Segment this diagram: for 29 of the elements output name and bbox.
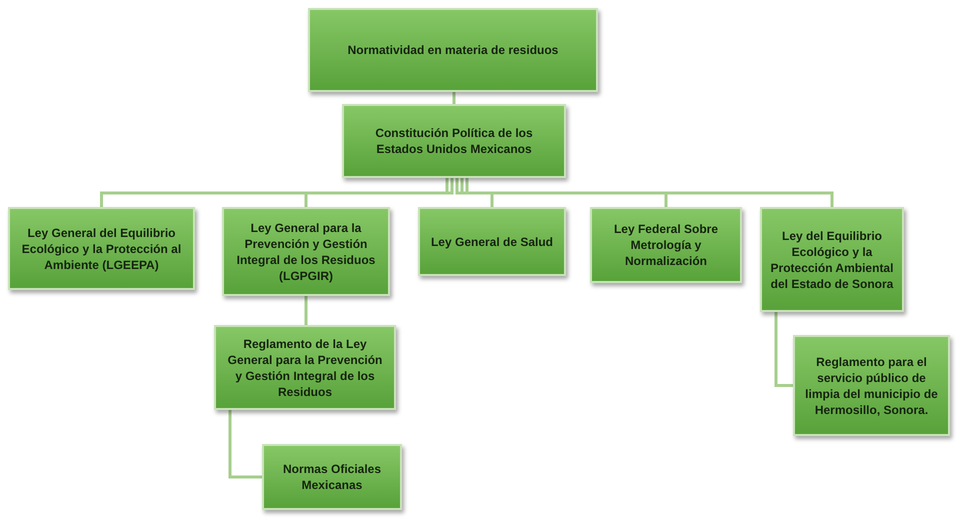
box-label: Normatividad en materia de residuos <box>348 42 558 58</box>
connector-line <box>460 178 668 207</box>
box-label: Normas Oficiales Mexicanas <box>282 461 382 493</box>
connector-line <box>456 178 494 207</box>
connector-line <box>452 92 456 104</box>
connector-line <box>304 296 308 325</box>
box-label: Constitución Política de los Estados Unidos Mexicanos <box>374 125 534 157</box>
box-label: Ley General de Salud <box>430 234 554 250</box>
box-label: Reglamento de la Ley General para la Prevención y Gestión Integral de los Residuos <box>226 336 384 400</box>
box-label: Ley Federal Sobre Metrología y Normalización <box>612 221 720 269</box>
box-label: Ley del Equilibrio Ecológico y la Protección Ambiental del Estado de Sonora <box>770 228 894 292</box>
connector-line <box>466 178 834 207</box>
law-box <box>308 8 598 92</box>
law-box <box>590 207 742 283</box>
connector-line <box>304 178 454 207</box>
box-label: Reglamento para el servicio público de limpia del municipio de Hermosillo, Sonora. <box>804 354 939 418</box>
law-box <box>418 207 566 276</box>
connector-line <box>100 178 448 207</box>
box-label: Ley General del Equilibrio Ecológico y la Protección al Ambiente (LGEEPA) <box>20 224 182 272</box>
box-label: Ley General para la Prevención y Gestión Integral de los Residuos (LGPGIR) <box>236 220 376 284</box>
law-box <box>342 104 566 178</box>
law-box <box>222 207 390 296</box>
connector-line <box>228 410 262 478</box>
connector-line <box>774 312 793 387</box>
law-box <box>8 207 195 290</box>
law-box <box>793 335 950 436</box>
law-box <box>760 207 904 312</box>
law-box <box>214 325 396 410</box>
law-box <box>262 444 402 510</box>
